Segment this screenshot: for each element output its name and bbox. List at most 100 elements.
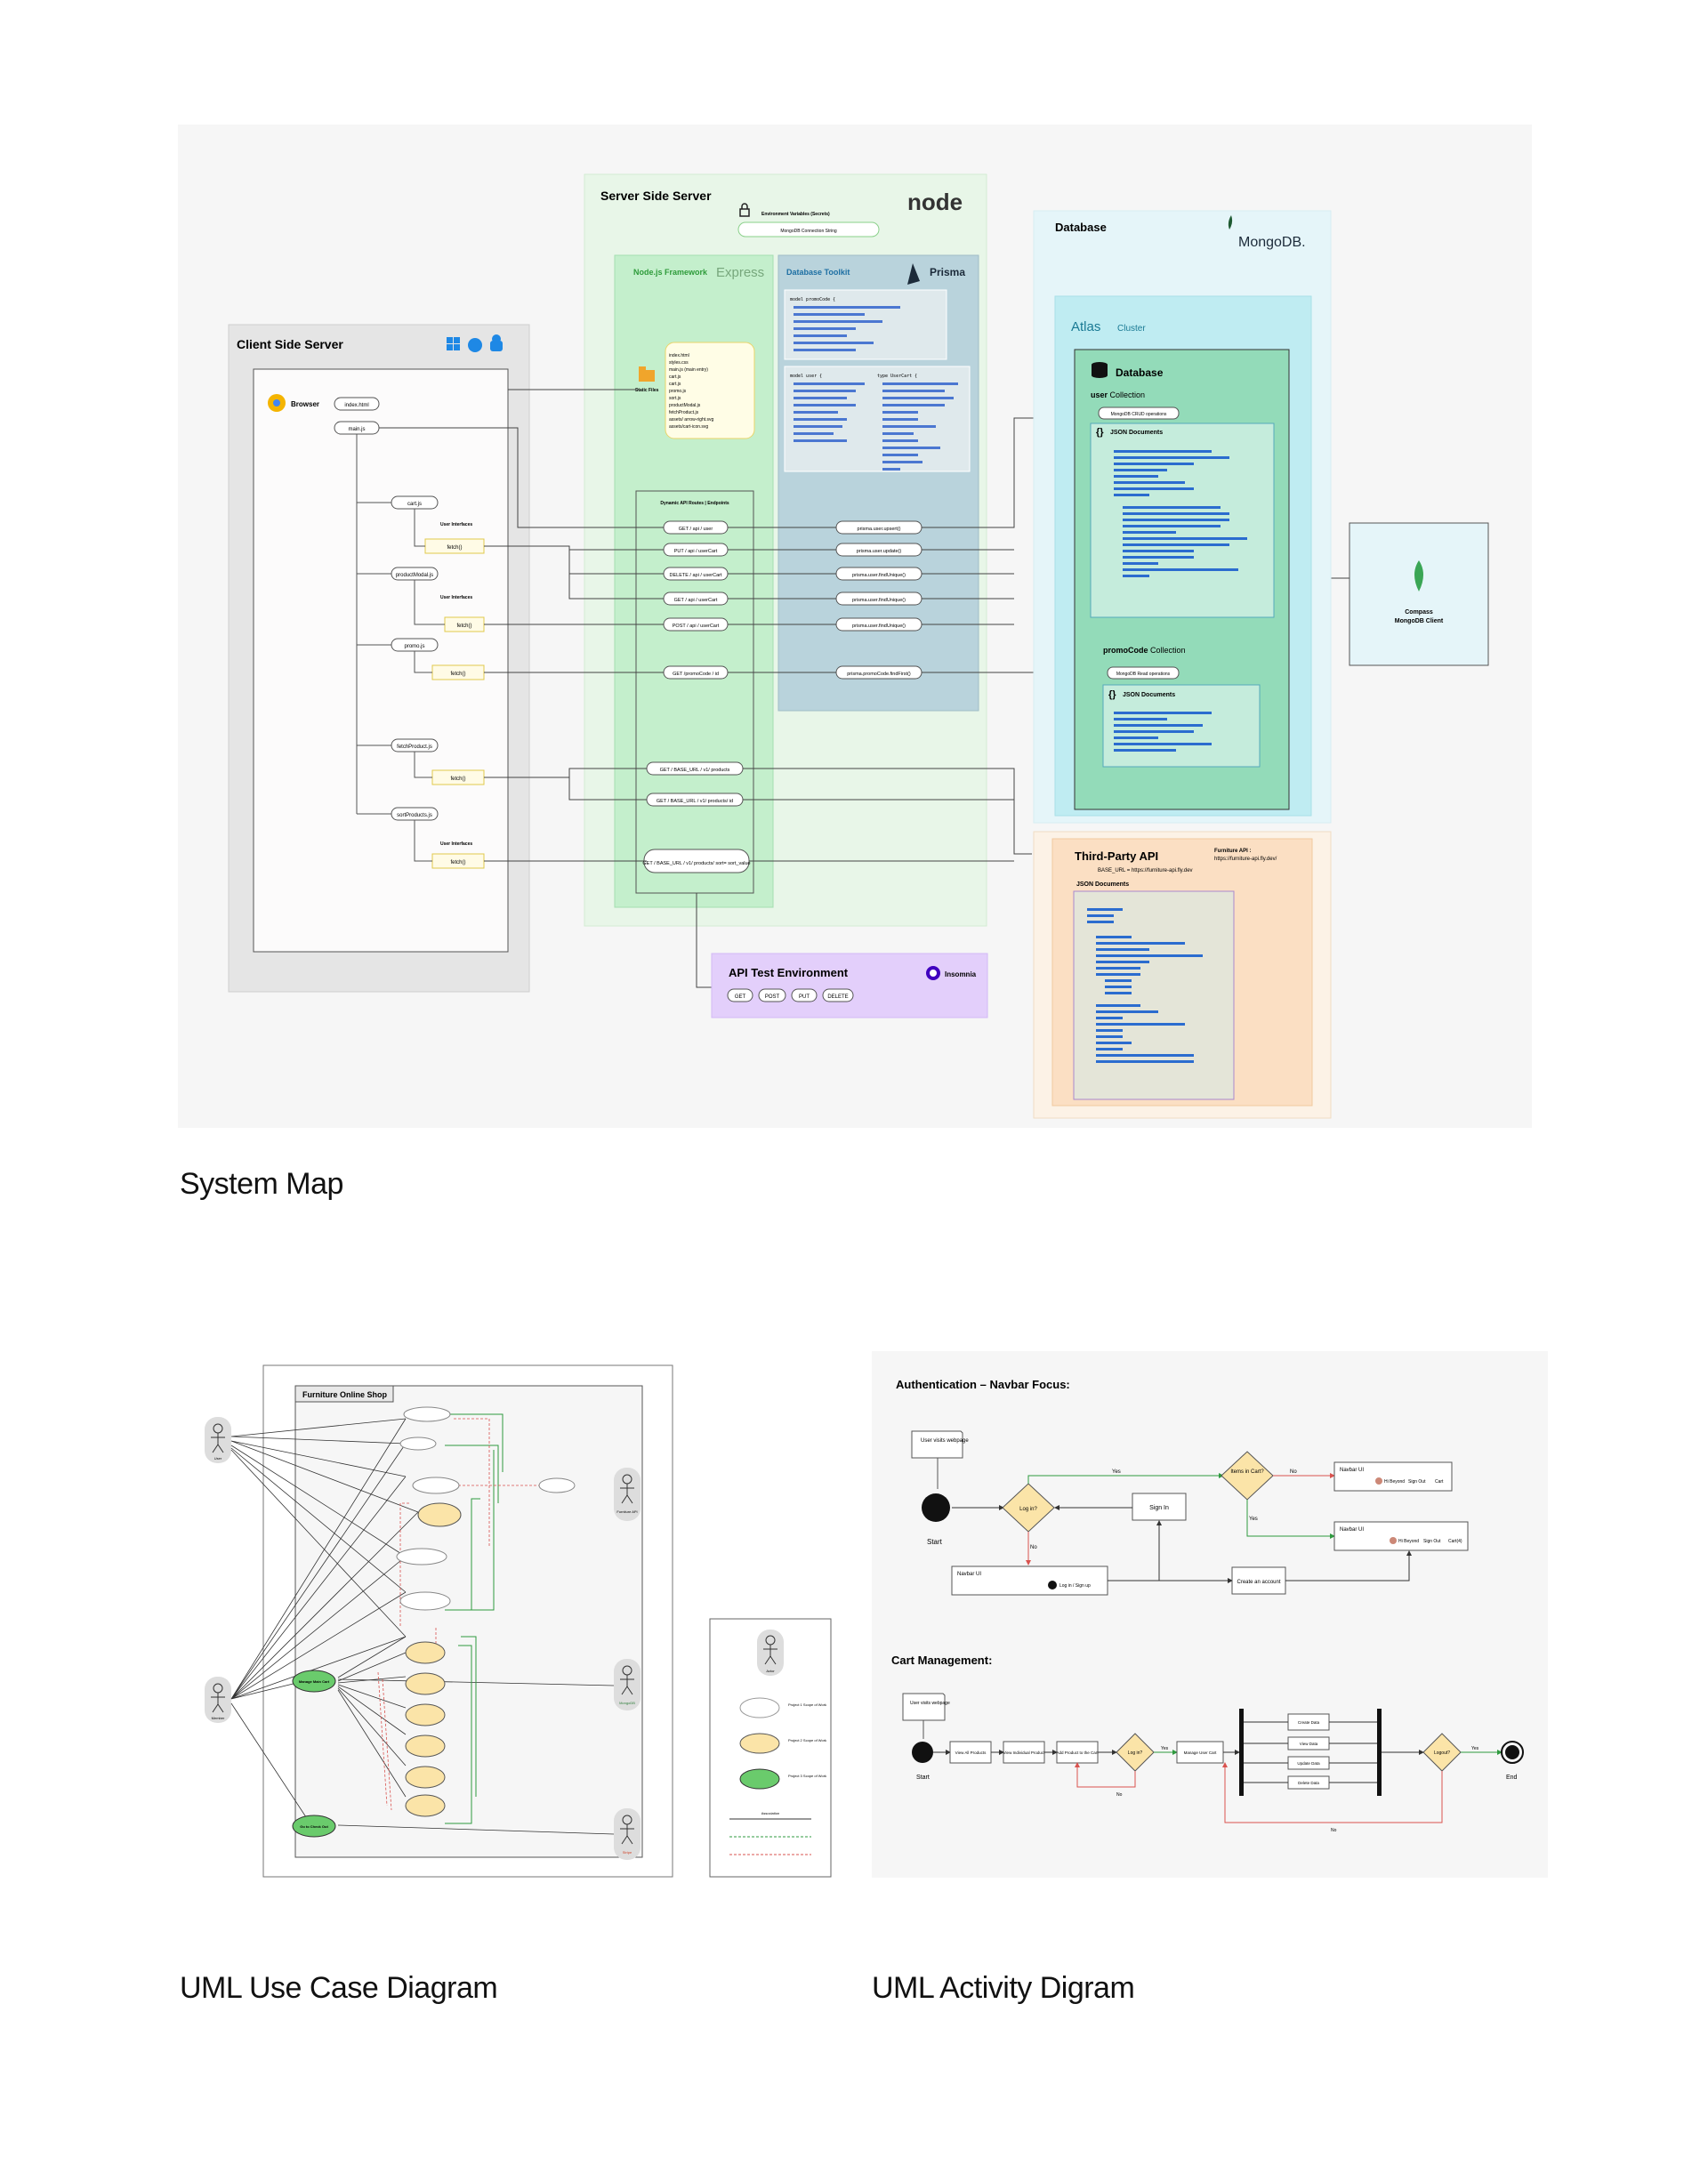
navbar-ui-with-items [1333,1521,1469,1551]
method-chip: PUT [799,994,810,1000]
end-label: End [1506,1775,1518,1781]
static-file: sort.js [669,396,681,401]
view-individual-action [1003,1741,1045,1764]
route-item: POST / api / userCart [673,624,720,629]
lock-icon [739,203,750,217]
database-section: Database MongoDB. Atlas Cluster Database… [1033,210,1332,824]
client-title: Client Side Server [237,337,343,351]
navbar-ui-guest [951,1565,1108,1596]
module-productmodal: productModal.js [396,573,433,578]
api-test-environment: API Test Environment Insomnia GET POST P… [711,953,988,1018]
auth-visit: User visits webpage [921,1438,969,1444]
static-file: promo.js [669,389,687,394]
folder-icon [639,366,655,382]
method-chip: DELETE [827,994,848,1000]
promo-collection: promoCode Collection [1103,646,1186,655]
logout-label: Logout? [1434,1750,1450,1756]
external-route: GET / BASE_URL / v1/ products [660,768,730,773]
api-methods: GET POST PUT DELETE [727,988,854,1002]
user-collection: user Collection [1091,390,1145,399]
system-boundary-title: Furniture Online Shop [302,1390,387,1399]
actor-label: Member [212,1716,225,1720]
prisma-logo: Prisma [930,266,965,278]
cart-visit-note [902,1693,946,1721]
file-index: index.html [344,403,368,408]
legend-actor: Actor [766,1669,775,1673]
hi-label: Hi Beyond [1384,1479,1405,1485]
use-case-diagram: Furniture Online Shop User Member Furnit… [178,1343,854,1895]
third-party-title: Third-Party API [1075,849,1158,863]
prisma-call: prisma.user.findUnique() [852,573,906,578]
route-item: DELETE / api / userCart [670,573,722,578]
actor-mongodb: MongoDB [614,1659,640,1710]
fork-bar [1239,1709,1244,1796]
promo-ops: MongoDB Read operations [1116,672,1171,677]
android-icon [490,334,503,351]
cart-title: Cart Management: [891,1654,992,1667]
express-logo: Express [716,265,764,280]
apple-icon [468,338,482,352]
server-title: Server Side Server [600,189,712,203]
prisma-call: prisma.promoCode.findFirst() [847,672,911,677]
type-usercart: type UserCart { [877,374,917,379]
furniture-url: https://furniture-api.fly.dev/ [1214,857,1277,862]
add-to-cart-label: Add Product to the Cart [1056,1750,1099,1755]
static-files-label: Static Files [635,388,659,393]
env-value: MongoDB Connection String [780,229,837,234]
third-party-api: Third-Party API Furniture API : https://… [1033,831,1332,1119]
browser-label: Browser [291,400,319,408]
checkout-case: Go to Check Out [300,1824,328,1829]
no-label-3: No [1116,1792,1123,1798]
user-ops: MongoDB CRUD operations [1111,412,1167,417]
legend-p3: Project 3 Scope of Work [788,1774,826,1778]
avatar [1375,1477,1382,1485]
cart-count-label: Cart(4) [1448,1539,1462,1544]
static-file: main.js (main entry) [669,367,708,373]
promo-json-docs: JSON Documents [1123,692,1175,698]
actor-stripe: Stripe [614,1808,640,1860]
red-flows [377,1418,560,1811]
actor-member: Member [205,1677,231,1723]
atlas-logo: Atlas [1071,319,1100,334]
compass-line2: MongoDB Client [1395,618,1444,624]
fetch-box-1: fetch() [447,545,462,551]
navbar-ui-label: Navbar UI [1340,1527,1364,1533]
static-file: cart.js [669,382,681,387]
api-test-title: API Test Environment [729,966,849,979]
no-label-4: No [1331,1828,1337,1833]
create-account-action [1231,1566,1286,1595]
method-chip: GET [735,994,746,1000]
module-fetchproduct: fetchProduct.js [397,744,432,750]
nodejs-logo: node [907,189,963,215]
static-file: productModal.js [669,403,701,408]
ui-label-3: User Interfaces [440,841,472,847]
client-side-server: Client Side Server Browser index.html ma… [228,324,530,993]
route-item: GET /promoCode / id [673,672,719,677]
cart-label: Cart [1435,1479,1444,1485]
fetch-box-4: fetch() [450,777,465,782]
cluster-label: Cluster [1117,324,1146,334]
create-account-label: Create an account [1237,1580,1280,1585]
manage-cart-label: Manage User Cart [1184,1750,1218,1755]
system-map: Client Side Server Browser index.html ma… [228,173,1489,1119]
static-file: fetchProduct.js [669,410,699,415]
auth-visit-note [911,1430,963,1459]
cart-login-label: Log in? [1128,1750,1143,1756]
third-party-json-docs: JSON Documents [1076,881,1129,888]
env-title: Environment Variables (Secrets) [761,212,830,217]
static-file: assets/cart-icon.svg [669,424,708,430]
navbar-ui-label: Navbar UI [957,1572,981,1577]
method-chip: POST [765,994,780,1000]
user-json-docs: JSON Documents [1110,430,1163,436]
caption-system-map: System Map [180,1167,343,1201]
prisma-icon [907,263,920,285]
legend-p1: Project 1 Scope of Work [788,1702,826,1707]
activity-diagram: Authentication – Navbar Focus: User visi… [872,1351,1548,1878]
auth-start-node [922,1493,950,1522]
file-main: main.js [348,427,365,432]
db-toolkit: Database Toolkit [786,268,850,277]
signout-label: Sign Out [1408,1479,1426,1485]
cart-visit: User visits webpage [910,1701,950,1706]
base-url: BASE_URL = https://furniture-api.fly.dev [1098,868,1193,873]
cart-start-node [912,1742,933,1763]
